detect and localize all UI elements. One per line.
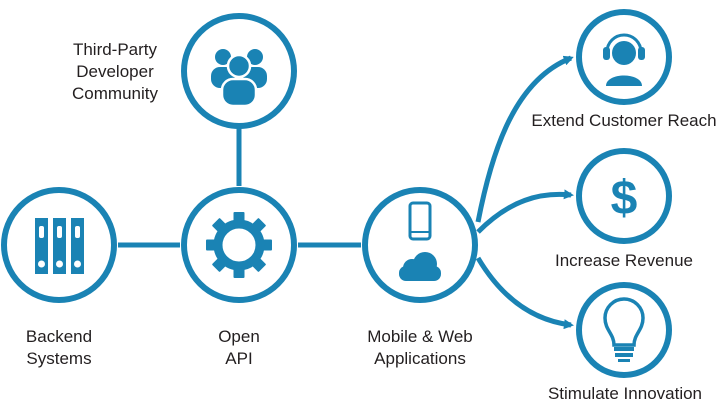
innovation-label: Stimulate Innovation (547, 384, 703, 403)
arrow-to-revenue (476, 189, 574, 234)
arrow-to-innovation (475, 256, 574, 330)
revenue-label: Increase Revenue (555, 251, 693, 270)
node-reach (576, 9, 672, 105)
node-community (181, 13, 297, 129)
gear-icon (206, 212, 272, 278)
api-label: Open API (218, 327, 260, 368)
reach-label: Extend Customer Reach (531, 111, 717, 130)
node-innovation (576, 282, 672, 378)
phone-icon (408, 201, 432, 241)
apps-label: Mobile & Web Applications (367, 327, 473, 368)
cloud-icon (399, 252, 441, 281)
connectors (118, 55, 574, 330)
headset-person-icon (603, 33, 645, 86)
people-icon (211, 49, 267, 108)
dollar-icon: $ (611, 172, 638, 225)
backend-label: Backend Systems (25, 327, 93, 368)
node-apps (362, 187, 478, 303)
lightbulb-icon (603, 297, 645, 362)
node-backend (1, 187, 117, 303)
node-revenue: $ (576, 148, 672, 244)
community-label: Third-Party Developer Community (72, 40, 158, 103)
binders-icon (35, 218, 84, 274)
node-api (181, 187, 297, 303)
arrow-to-reach (475, 55, 574, 223)
